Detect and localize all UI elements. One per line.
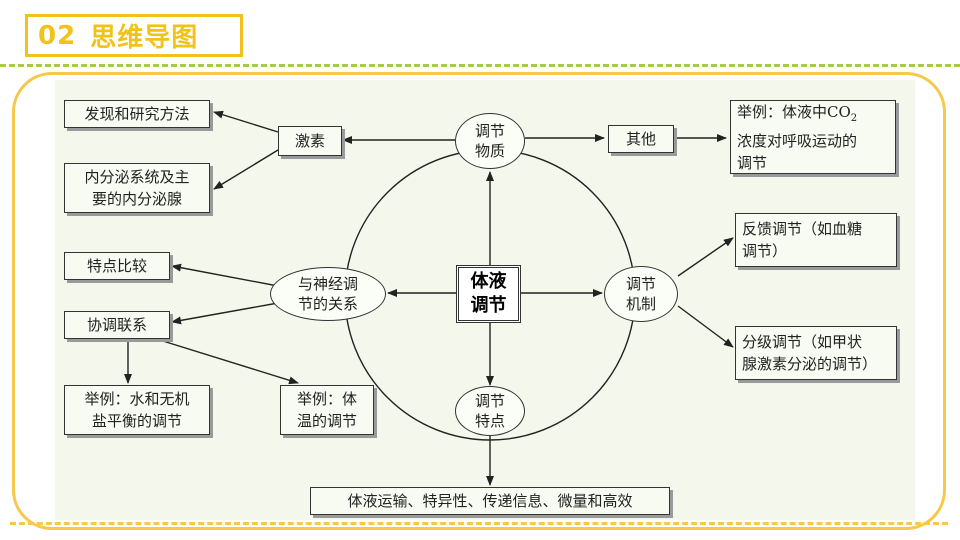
box-water-salt-example: 举例：水和无机盐平衡的调节 [64, 385, 210, 435]
node-regulating-features: 调节特点 [455, 386, 525, 436]
arrow-to-compare [171, 263, 279, 287]
box-features-text: 体液运输、特异性、传递信息、微量和高效 [310, 487, 670, 515]
arrow-to-graded [677, 305, 734, 348]
node-neural-relation: 与神经调节的关系 [270, 267, 386, 321]
content-frame [12, 72, 946, 530]
box-other: 其他 [608, 125, 674, 153]
box-endocrine-system: 内分泌系统及主要的内分泌腺 [64, 163, 210, 213]
arrow-to-feedback [677, 237, 734, 277]
node-regulating-substance: 调节物质 [455, 113, 525, 169]
box-graded-regulation: 分级调节（如甲状腺激素分泌的调节） [735, 326, 897, 380]
box-co2-example: 举例：体液中CO2 浓度对呼吸运动的 调节 [730, 100, 896, 174]
arrow-to-endocrine [213, 149, 279, 190]
frame-bottom-edge [10, 522, 948, 525]
box-discovery-methods: 发现和研究方法 [64, 100, 210, 128]
box-coordination: 协调联系 [64, 311, 170, 339]
box-feedback-regulation: 反馈调节（如血糖调节） [735, 213, 897, 267]
section-heading: 思维导图 [90, 23, 199, 53]
arrow-to-discovery [213, 110, 279, 133]
section-title: 02 思维导图 [25, 14, 243, 57]
node-regulating-mechanism: 调节机制 [604, 266, 678, 322]
header-divider [0, 64, 960, 67]
box-body-temperature-example: 举例：体温的调节 [280, 385, 374, 435]
box-feature-comparison: 特点比较 [64, 252, 170, 280]
center-node-humoral-regulation: 体液调节 [456, 265, 521, 323]
arrow-to-coordinate [171, 302, 279, 325]
section-number: 02 [38, 20, 77, 51]
arrow-to-body-temp [149, 336, 299, 385]
box-hormone: 激素 [278, 126, 342, 156]
